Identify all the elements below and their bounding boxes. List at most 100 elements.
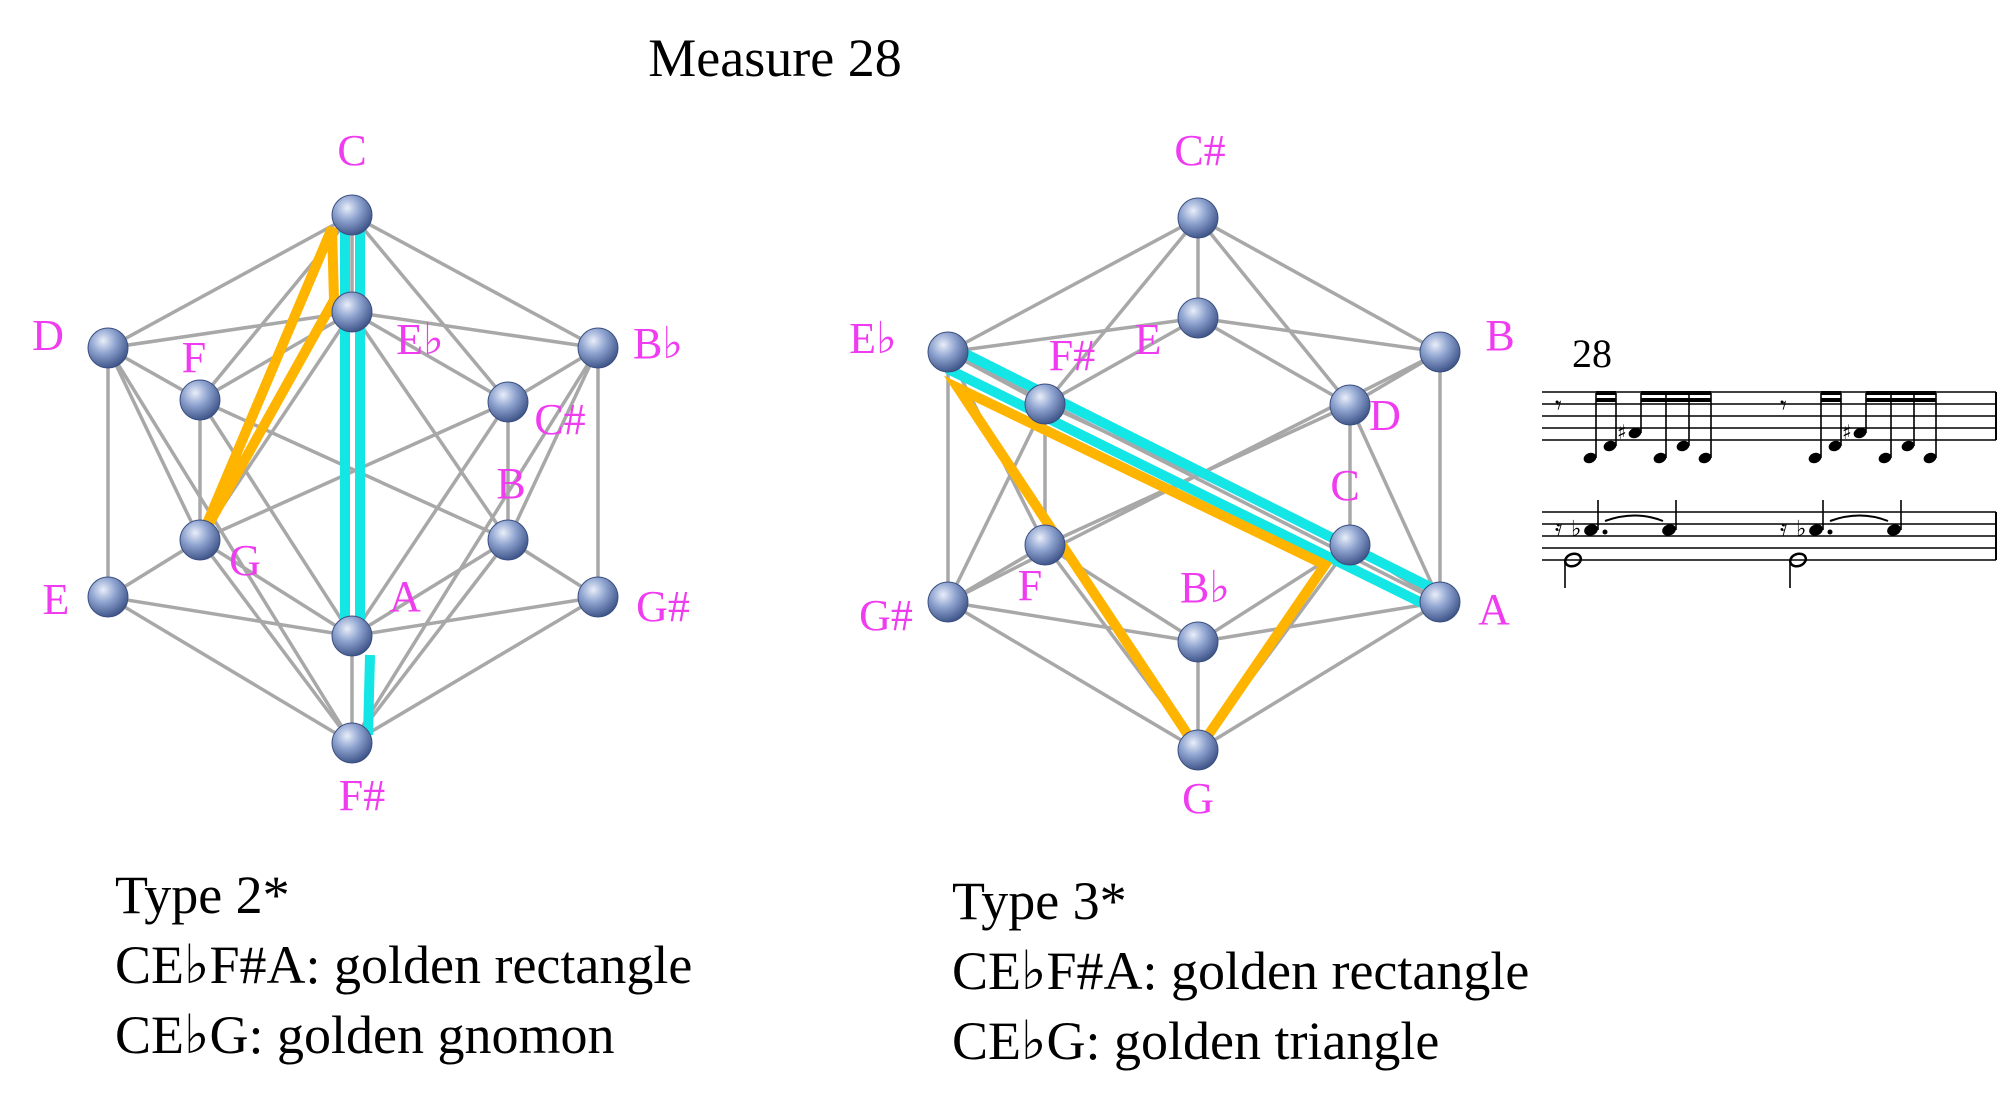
edge xyxy=(351,310,599,350)
node-label-g-sharp: G# xyxy=(636,582,690,631)
node-label-bb: B♭ xyxy=(1180,563,1230,612)
node-c xyxy=(331,194,373,236)
node-d xyxy=(87,327,129,369)
note-a xyxy=(1808,452,1822,464)
node-label-d: D xyxy=(32,311,64,360)
node-label-c: C xyxy=(337,126,366,175)
node-label-f: F xyxy=(1018,561,1042,610)
figure-title: Measure 28 xyxy=(648,28,902,88)
node-label-d: D xyxy=(1369,391,1401,440)
edge xyxy=(351,538,509,638)
node-label-b: B xyxy=(496,459,525,508)
node-c-sharp xyxy=(1177,197,1219,239)
node-b xyxy=(1419,331,1461,373)
note-a xyxy=(1923,452,1937,464)
edge xyxy=(107,595,353,638)
node-bb xyxy=(1177,621,1219,663)
edge xyxy=(947,216,1199,354)
edge xyxy=(946,403,1047,603)
edge xyxy=(1348,404,1442,603)
node-a xyxy=(1419,581,1461,623)
edge xyxy=(1197,316,1351,407)
node-eb xyxy=(331,291,373,333)
note-a xyxy=(1878,452,1892,464)
golden-triangle xyxy=(943,375,1333,759)
caption-type3-line2: CE♭F#A: golden rectangle xyxy=(952,941,1530,1001)
node-label-g-sharp: G# xyxy=(859,591,913,640)
node-label-e: E xyxy=(1135,315,1162,364)
edge xyxy=(506,347,600,541)
note-c xyxy=(1603,440,1617,452)
edge xyxy=(1196,216,1352,407)
golden-gnomon xyxy=(195,226,340,543)
edge xyxy=(947,600,1199,752)
sixteenth-rest: 𝄿 xyxy=(1555,514,1562,542)
edge xyxy=(350,538,510,745)
edge xyxy=(947,316,1199,354)
edge xyxy=(1044,316,1199,406)
node-f xyxy=(179,379,221,421)
edge xyxy=(351,595,599,745)
edge xyxy=(1043,216,1200,406)
node-label-f-sharp: F# xyxy=(1049,331,1095,380)
node-g xyxy=(179,519,221,561)
edge xyxy=(198,399,354,637)
note-c xyxy=(1901,440,1915,452)
caption-type3-line1: Type 3* xyxy=(952,871,1127,931)
eighth-rest: 𝄾 xyxy=(1555,391,1562,421)
node-label-a: A xyxy=(1478,585,1510,634)
caption-type2-line2: CE♭F#A: golden rectangle xyxy=(115,935,693,995)
eighth-rest: 𝄾 xyxy=(1780,391,1787,421)
note-e-flat xyxy=(1662,524,1676,536)
edge xyxy=(350,401,510,637)
edge xyxy=(107,595,353,745)
edge xyxy=(351,595,599,638)
note-f-sharp xyxy=(1853,427,1867,439)
note-e-flat xyxy=(1887,524,1901,536)
edge xyxy=(350,311,510,541)
edge xyxy=(107,310,353,350)
flat-accidental: ♭ xyxy=(1571,517,1581,542)
edge xyxy=(350,213,510,404)
tie xyxy=(1604,514,1664,522)
node-label-c-sharp: C# xyxy=(1174,126,1225,175)
edge xyxy=(107,213,353,350)
edge xyxy=(1197,600,1441,644)
flat-accidental: ♭ xyxy=(1796,517,1806,542)
caption-type3-line3: CE♭G: golden triangle xyxy=(952,1011,1440,1071)
node-g-sharp xyxy=(577,576,619,618)
sharp-accidental: ♯ xyxy=(1842,420,1852,444)
augmentation-dot xyxy=(1827,529,1833,535)
node-label-c: C xyxy=(1330,461,1359,510)
edge xyxy=(351,213,599,350)
note-e-flat xyxy=(1584,524,1598,536)
measure-number: 28 xyxy=(1572,331,1612,376)
edge xyxy=(198,538,354,745)
sharp-accidental: ♯ xyxy=(1617,420,1627,444)
node-label-f-sharp: F# xyxy=(339,771,385,820)
node-eb xyxy=(927,331,969,373)
note-a xyxy=(1698,452,1712,464)
edge xyxy=(351,310,509,404)
node-f-sharp xyxy=(1024,383,1066,425)
node-bb xyxy=(577,327,619,369)
caption-type2: Type 2* CE♭F#A: golden rectangle CE♭G: g… xyxy=(115,860,692,1070)
node-label-a: A xyxy=(389,572,421,621)
edge xyxy=(350,347,600,744)
node-label-eb: E♭ xyxy=(849,314,897,363)
edge xyxy=(106,347,202,541)
edge xyxy=(199,400,509,542)
note-f-sharp xyxy=(1628,427,1642,439)
edge xyxy=(199,538,353,638)
node-g xyxy=(1177,729,1219,771)
note-c xyxy=(1676,440,1690,452)
golden-rectangle-edge xyxy=(363,654,375,736)
note-e-flat xyxy=(1809,524,1823,536)
note-a xyxy=(1583,452,1597,464)
edge xyxy=(1197,216,1441,354)
node-label-f: F xyxy=(182,333,206,382)
node-label-c-sharp: C# xyxy=(534,395,585,444)
